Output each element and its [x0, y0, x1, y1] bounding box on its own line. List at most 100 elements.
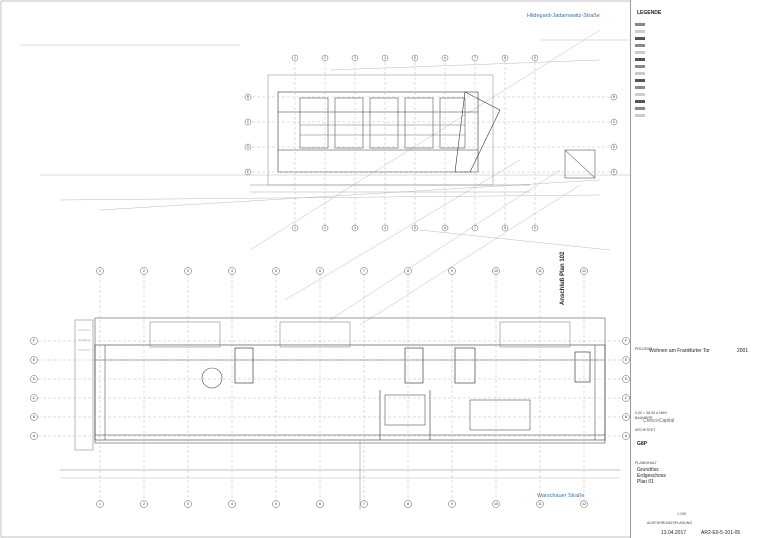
lower-axis-top-bubble — [316, 267, 324, 275]
lower-axis-bottom-bubble — [580, 500, 588, 508]
legend-swatch — [635, 99, 645, 103]
legend-swatch — [635, 29, 645, 33]
lower-axis-top-bubble — [448, 267, 456, 275]
lower-building-plan — [60, 317, 620, 510]
legend-swatch — [635, 92, 645, 96]
lower-axis-right-label: F — [625, 339, 628, 343]
upper-axis-top-label: 1 — [294, 56, 296, 60]
lower-axis-bottom-bubble — [96, 500, 104, 508]
legend-swatch — [635, 22, 645, 26]
upper-axis-top-label: 3 — [354, 56, 356, 60]
lower-axis-left-label: C — [33, 396, 36, 400]
lower-axis-left-bubble — [30, 432, 38, 440]
lower-axis-top-bubble — [492, 267, 500, 275]
lower-axis-top-bubble — [272, 267, 280, 275]
upper-axis-right-label: B — [613, 95, 615, 99]
upper-axis-left-bubble — [244, 143, 252, 151]
lower-axis-right-bubble — [622, 432, 630, 440]
phase-label: AUSFÜHRUNGSPLANUNG — [647, 521, 693, 525]
upper-axis-bottom-bubble — [351, 224, 359, 232]
upper-axis-bottom-bubble — [501, 224, 509, 232]
upper-axis-bottom-label: 8 — [504, 226, 506, 230]
upper-axis-bottom-bubble — [471, 224, 479, 232]
upper-axis-left-label: C — [247, 120, 250, 124]
upper-axis-bottom-label: 3 — [354, 226, 356, 230]
lower-axis-top-bubble — [140, 267, 148, 275]
drawing-label: PLANINHALT — [635, 461, 657, 465]
lower-axis-bottom-label: 5 — [275, 502, 277, 506]
upper-axis-bottom-bubble — [531, 224, 539, 232]
upper-axis-right-bubble — [610, 168, 618, 176]
legend-item — [635, 43, 648, 47]
legend-item — [635, 106, 648, 110]
lower-axis-top-bubble — [580, 267, 588, 275]
lower-axis-top-label: 3 — [187, 269, 189, 273]
lower-axis-top-label: 7 — [363, 269, 365, 273]
architect-label: ARCHITEKT — [635, 428, 656, 432]
lower-axis-top-label: 12 — [582, 269, 586, 273]
legend-item — [635, 57, 648, 61]
legend-swatch — [635, 78, 645, 82]
lower-axis-bottom-bubble — [448, 500, 456, 508]
lower-axis-top-bubble — [360, 267, 368, 275]
lower-axis-top-label: 5 — [275, 269, 277, 273]
lower-axis-left-bubble — [30, 375, 38, 383]
lower-axis-bottom-label: 12 — [582, 502, 586, 506]
upper-axis-right-label: E — [613, 170, 615, 174]
lower-axis-left-bubble — [30, 413, 38, 421]
construction-lines — [20, 29, 630, 326]
lower-axis-bottom-label: 11 — [538, 502, 542, 506]
lower-axis-right-bubble — [622, 413, 630, 421]
legend-swatch — [635, 71, 645, 75]
upper-axis-top-bubble — [531, 54, 539, 62]
north-street-label: Hildegard-Jadamowitz-Straße — [527, 13, 600, 19]
drawing-line-1: Grundriss — [637, 467, 659, 473]
lower-axis-right-bubble — [622, 337, 630, 345]
upper-building-plan — [250, 74, 596, 193]
upper-axis-left-label: B — [247, 95, 249, 99]
upper-axis-left-label: D — [247, 145, 250, 149]
lower-axis-top-label: 9 — [451, 269, 453, 273]
lower-axis-bottom-label: 6 — [319, 502, 321, 506]
lower-axis-top-bubble — [536, 267, 544, 275]
upper-axis-bottom-label: 4 — [384, 226, 386, 230]
lower-axis-left-bubble — [30, 337, 38, 345]
lower-axis-left-label: F — [33, 339, 36, 343]
lower-axis-top-bubble — [96, 267, 104, 275]
lower-axis-bottom-label: 4 — [231, 502, 233, 506]
legend-swatch — [635, 106, 645, 110]
legend-item — [635, 92, 648, 96]
lower-axis-bottom-bubble — [272, 500, 280, 508]
south-street-label: Warschauer Straße — [537, 493, 585, 499]
legend-item — [635, 22, 648, 26]
lower-axis-bottom-label: 1 — [99, 502, 101, 506]
legend-item — [635, 99, 648, 103]
upper-axis-top-label: 9 — [534, 56, 536, 60]
lower-axis-left-label: A — [33, 434, 36, 438]
lower-axis-top-label: 2 — [143, 269, 145, 273]
plan-number: AR2-E0-5-101-05 — [701, 530, 741, 536]
lower-axis-right-label: A — [625, 434, 628, 438]
lower-axis-top-label: 4 — [231, 269, 233, 273]
lower-axis-top-label: 11 — [538, 269, 542, 273]
lower-axis-right-label: E — [625, 358, 628, 362]
drawing-line-3: Plan 01 — [637, 479, 654, 485]
lower-axis-right-label: B — [625, 415, 628, 419]
lower-axis-bottom-bubble — [316, 500, 324, 508]
lower-axis-left-label: B — [33, 415, 36, 419]
drawing-line-2: Erdgeschoss — [637, 473, 666, 479]
lower-axis-left-label: D — [33, 377, 36, 381]
upper-axis-bottom-label: 9 — [534, 226, 536, 230]
lower-axis-right-label: C — [625, 396, 628, 400]
lower-axis-bottom-bubble — [536, 500, 544, 508]
upper-axis-bottom-bubble — [441, 224, 449, 232]
upper-axis-top-label: 5 — [414, 56, 416, 60]
lower-axis-top-label: 8 — [407, 269, 409, 273]
lower-axis-bottom-label: 2 — [143, 502, 145, 506]
client-label: BAUHERR — [635, 416, 653, 420]
legend-swatch — [635, 64, 645, 68]
lower-axis-bottom-bubble — [360, 500, 368, 508]
legend-title: LEGENDE — [637, 10, 662, 16]
